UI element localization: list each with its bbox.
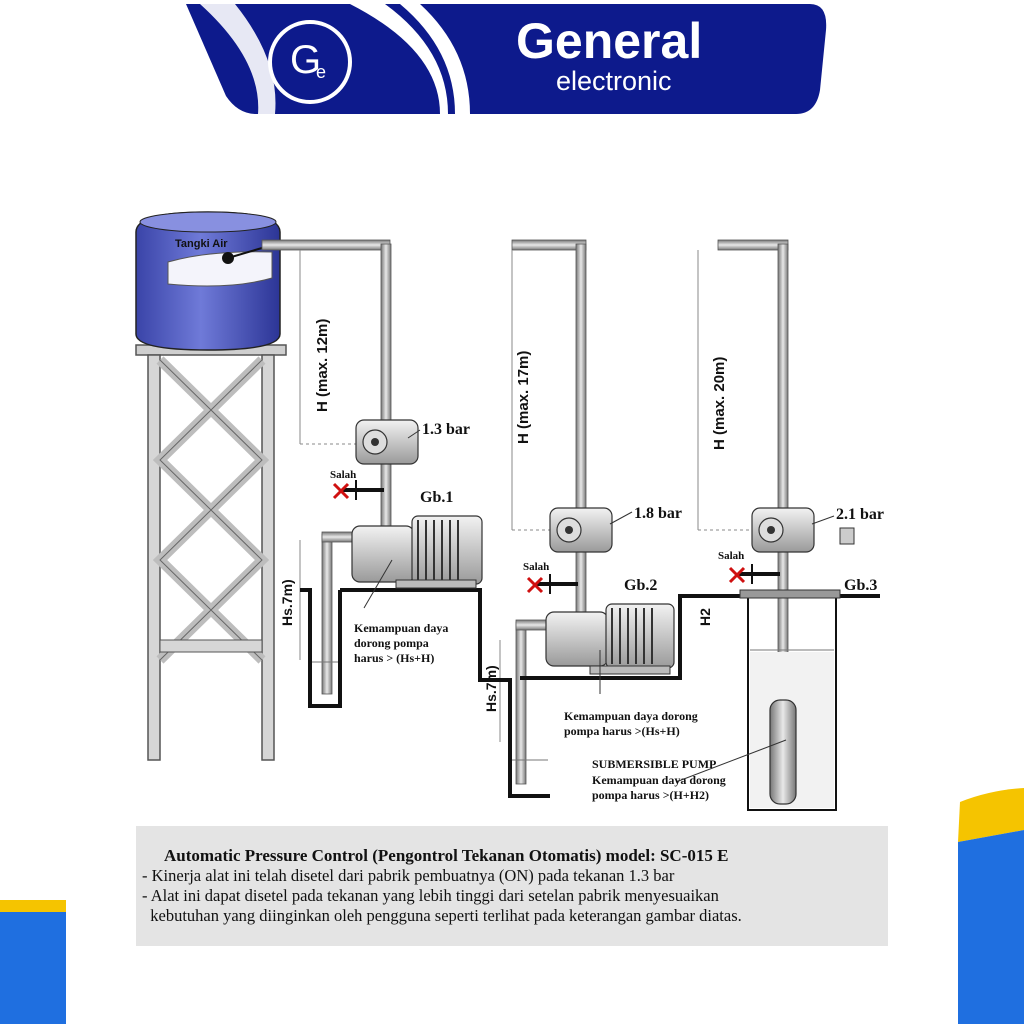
water-levels bbox=[312, 649, 834, 761]
well-cap bbox=[739, 589, 841, 599]
cross-icon bbox=[728, 566, 746, 584]
tank-label: Tangki Air bbox=[175, 238, 228, 250]
leader-lines bbox=[363, 429, 835, 783]
note-2: Kemampuan daya dorong pompa harus >(Hs+H… bbox=[564, 709, 698, 738]
figure-label-3: Gb.3 bbox=[844, 577, 877, 594]
note1-line2: dorong pompa bbox=[354, 636, 429, 650]
wrong-valve-3 bbox=[728, 564, 780, 584]
pump1-base bbox=[395, 579, 477, 589]
submersible-pump bbox=[739, 589, 841, 805]
tank-water-cutaway bbox=[167, 251, 273, 287]
cross-icon bbox=[526, 576, 544, 594]
caption-line-2: - Alat ini dapat disetel pada tekanan ya… bbox=[142, 886, 719, 905]
note2-line1: Kemampuan daya dorong bbox=[564, 709, 698, 723]
pressure-label-3: 2.1 bar bbox=[836, 506, 884, 523]
note2-line2: pompa harus >(Hs+H) bbox=[564, 724, 680, 738]
corner-deco-right-blue bbox=[958, 830, 1024, 1024]
logo-sub-letter: e bbox=[316, 62, 327, 82]
corner-deco-left-blue bbox=[0, 912, 66, 1024]
pipe2-top bbox=[511, 239, 587, 251]
note1-line1: Kemampuan daya bbox=[354, 621, 448, 635]
suction-height-label-1: Hs.7m) bbox=[279, 579, 295, 626]
caption-line-3: kebutuhan yang diinginkan oleh pengguna … bbox=[142, 906, 742, 925]
corner-deco-right-yellow bbox=[958, 788, 1024, 842]
brand-name: General bbox=[516, 13, 703, 69]
ground-1 bbox=[300, 588, 550, 798]
banner-stripe-3 bbox=[385, 4, 455, 114]
header-banner bbox=[186, 4, 827, 114]
brand-subtitle: electronic bbox=[556, 66, 672, 96]
height-label-3: H (max. 20m) bbox=[711, 357, 728, 450]
note-3: SUBMERSIBLE PUMP Kemampuan daya dorong p… bbox=[592, 757, 726, 802]
wrong-label-1: Salah bbox=[330, 469, 356, 481]
pump1-fins bbox=[417, 520, 459, 580]
control-box-icon bbox=[839, 527, 855, 545]
banner-shape bbox=[186, 4, 827, 114]
wrong-valve-2 bbox=[526, 574, 578, 594]
pump1-head bbox=[351, 525, 415, 583]
pipe3-vertical bbox=[777, 243, 789, 511]
pipe1-suction bbox=[321, 533, 333, 695]
note-1: Kemampuan daya dorong pompa harus > (Hs+… bbox=[354, 621, 448, 665]
sub-pump-body bbox=[769, 699, 797, 805]
figure-label-1: Gb.1 bbox=[420, 489, 453, 506]
banner-stripe-2 bbox=[350, 4, 470, 114]
wrong-label-2: Salah bbox=[523, 561, 549, 573]
pump2-head bbox=[545, 611, 609, 667]
tower-crossbar bbox=[159, 639, 263, 653]
jet-pump-2 bbox=[545, 603, 675, 675]
logo-letter: G bbox=[290, 38, 322, 82]
figure-label-2: Gb.2 bbox=[624, 577, 657, 594]
pipe2-vertical bbox=[575, 243, 587, 509]
pump2-fins bbox=[611, 608, 653, 664]
note1-line3: harus > (Hs+H) bbox=[354, 651, 434, 665]
wrong-label-3: Salah bbox=[718, 550, 744, 562]
logo-circle bbox=[268, 20, 352, 104]
jet-pump-1 bbox=[351, 515, 483, 589]
float-arm bbox=[227, 247, 263, 259]
caption-title: Automatic Pressure Control (Pengontrol T… bbox=[164, 846, 729, 865]
tower-brace-outline bbox=[159, 359, 263, 661]
pressure-controller-1 bbox=[355, 419, 419, 465]
dimension-lines bbox=[299, 250, 756, 742]
pressure-label-2: 1.8 bar bbox=[634, 505, 682, 522]
height-label-2: H (max. 17m) bbox=[515, 351, 532, 444]
note3-line2: pompa harus >(H+H2) bbox=[592, 788, 709, 802]
pump2-motor bbox=[605, 603, 675, 669]
pipe3-top bbox=[717, 239, 789, 251]
wrong-valve-1 bbox=[332, 480, 384, 500]
banner-stripe-1 bbox=[200, 4, 276, 114]
pipe1-vertical bbox=[380, 243, 392, 421]
h2-label: H2 bbox=[697, 608, 713, 626]
pipe1-top bbox=[261, 239, 391, 251]
pump1-motor bbox=[411, 515, 483, 585]
corner-deco-left-yellow bbox=[0, 900, 66, 914]
pressure-controller-3 bbox=[751, 507, 855, 553]
well-3 bbox=[747, 596, 837, 811]
pressure-controller-2 bbox=[549, 507, 613, 553]
pipe1-lower bbox=[380, 461, 392, 527]
cross-icon bbox=[332, 482, 350, 500]
caption-line-1: - Kinerja alat ini telah disetel dari pa… bbox=[142, 866, 675, 885]
caption-box: Automatic Pressure Control (Pengontrol T… bbox=[136, 826, 888, 946]
pump2-base bbox=[589, 665, 671, 675]
height-label-1: H (max. 12m) bbox=[314, 319, 331, 412]
suction-height-label-2: Hs.7m) bbox=[483, 665, 499, 712]
tank-lid bbox=[139, 211, 277, 233]
pressure-label-1: 1.3 bar bbox=[422, 421, 470, 438]
note3-line1: Kemampuan daya dorong bbox=[592, 773, 726, 787]
submersible-title: SUBMERSIBLE PUMP bbox=[592, 757, 716, 771]
water-tower: Tangki Air bbox=[135, 211, 287, 761]
